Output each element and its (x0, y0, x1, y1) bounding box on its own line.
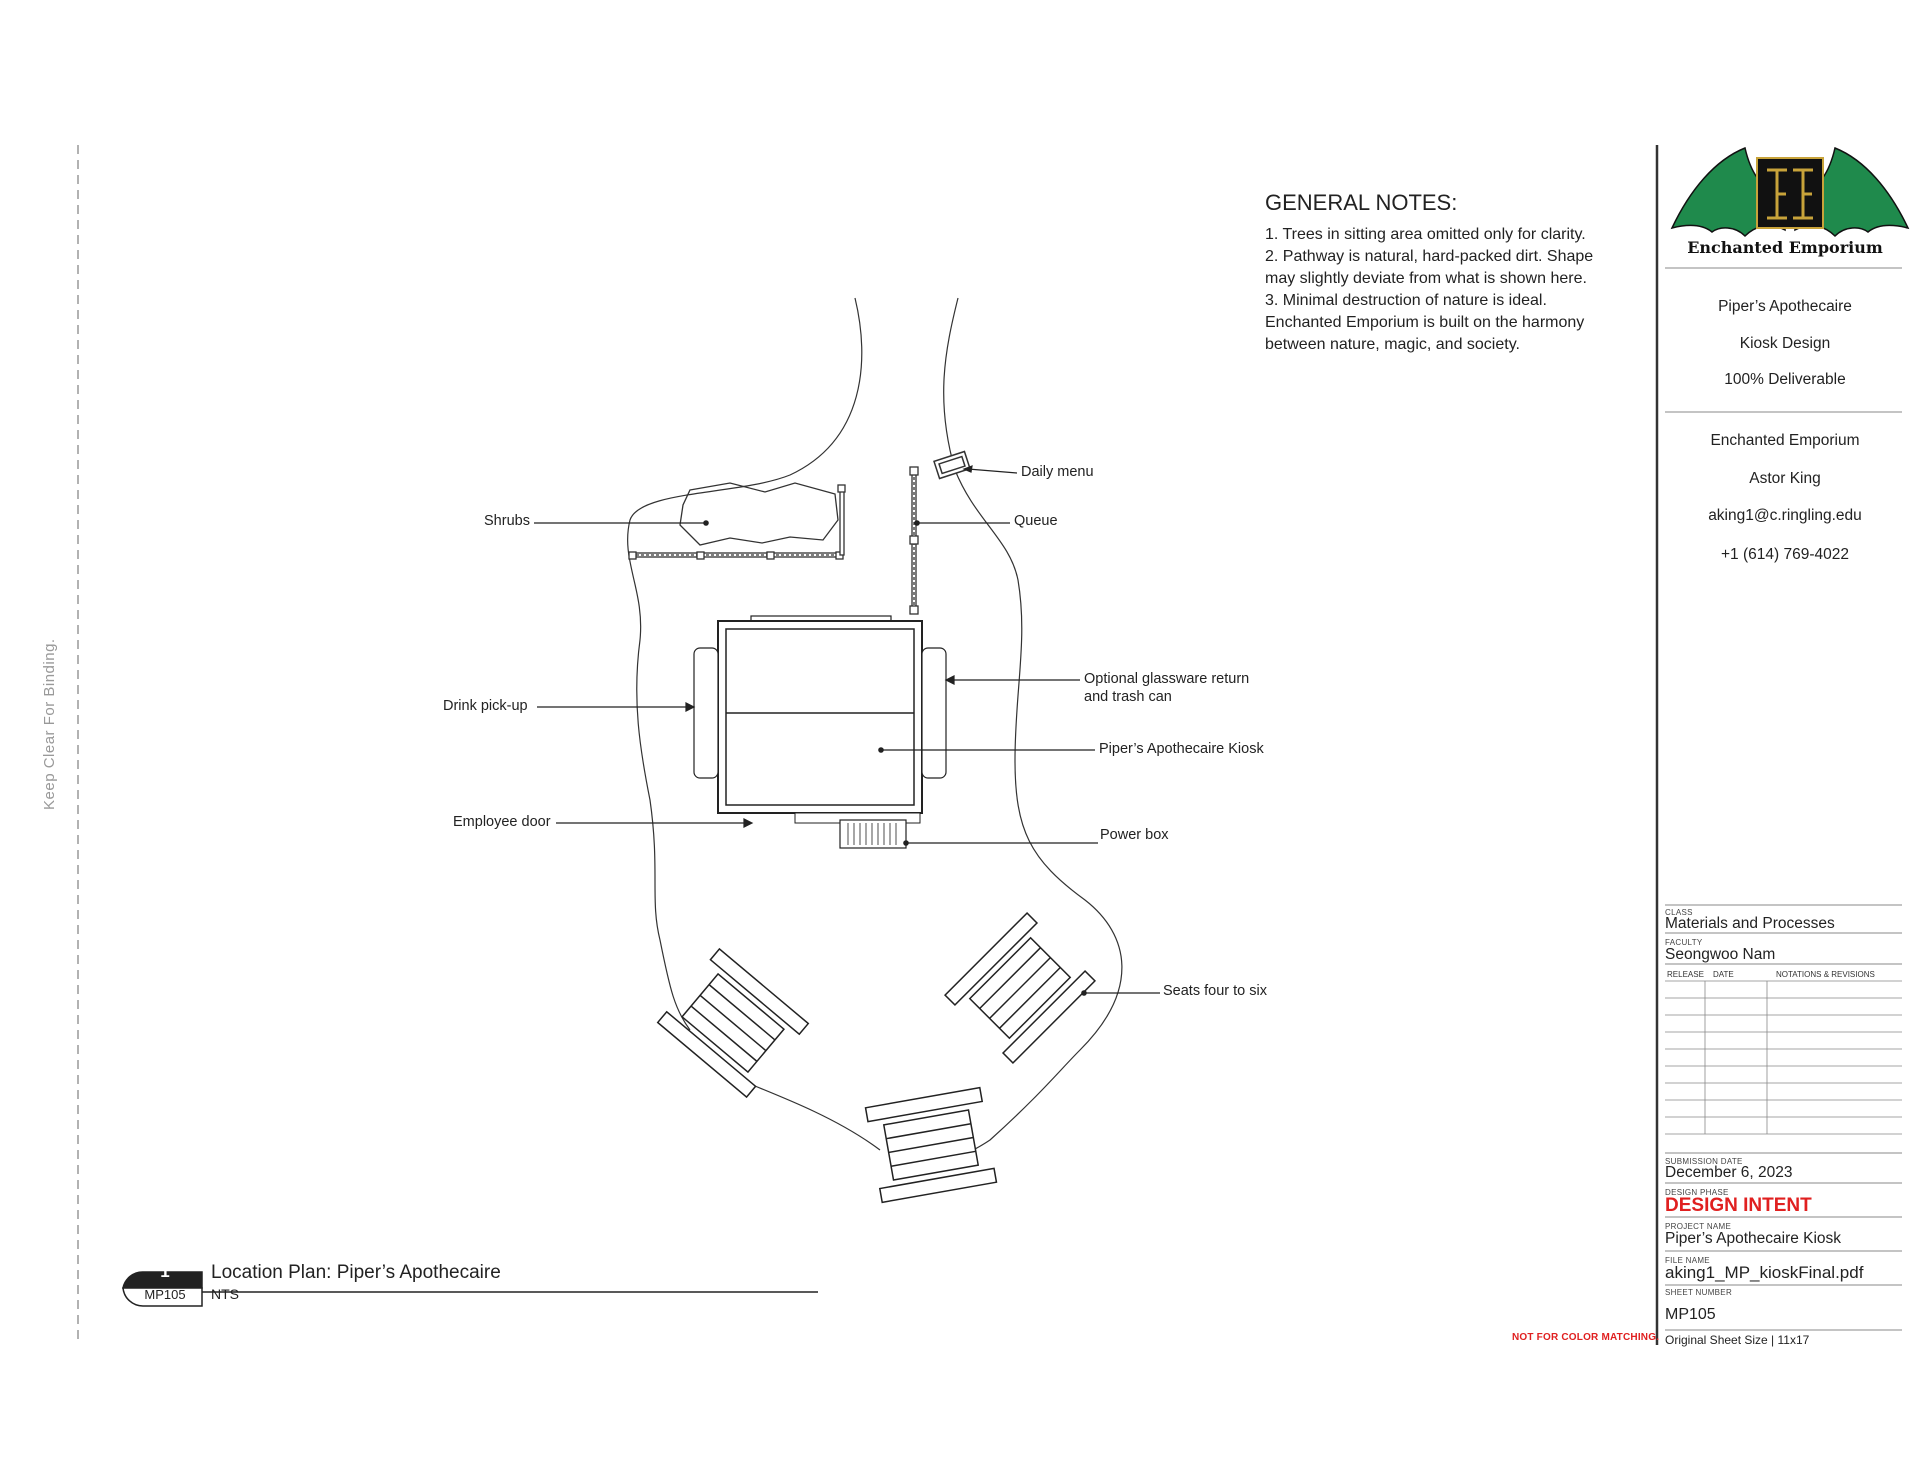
fence-corner (837, 484, 846, 556)
tb-faculty-value: Seongwoo Nam (1665, 946, 1776, 963)
picnic-table-left (656, 947, 810, 1099)
picnic-table-bottom (864, 1086, 998, 1204)
tb-sheet-label: SHEET NUMBER (1665, 1288, 1733, 1297)
shrubs-shape (679, 482, 839, 546)
note-line: Enchanted Emporium is built on the harmo… (1265, 314, 1585, 331)
note-line: may slightly deviate from what is shown … (1265, 270, 1587, 287)
detail-title: Location Plan: Piper’s Apothecaire (211, 1262, 501, 1283)
tb-sheet-value: MP105 (1665, 1306, 1716, 1323)
callout-glassware-line2: and trash can (1084, 689, 1172, 705)
detail-scale: NTS (211, 1286, 239, 1302)
note-line: between nature, magic, and society. (1265, 336, 1520, 353)
revision-table-grid (1665, 980, 1902, 1135)
kiosk-plan (693, 615, 947, 849)
title-block-rules (1665, 267, 1902, 1331)
callout-shrubs: Shrubs (484, 513, 530, 529)
queue-rail (909, 466, 919, 615)
callout-drink-pickup: Drink pick-up (443, 698, 528, 714)
callout-daily-menu: Daily menu (1021, 464, 1094, 480)
tb-original-size: Original Sheet Size | 11x17 (1665, 1333, 1810, 1347)
note-line: 3. Minimal destruction of nature is idea… (1265, 292, 1547, 309)
logo-wordmark: Enchanted Emporium (1687, 238, 1883, 257)
tb-release-header: RELEASE (1667, 970, 1704, 979)
tb-date-header: DATE (1713, 970, 1734, 979)
logo-mark (1670, 146, 1910, 238)
note-line: 2. Pathway is natural, hard-packed dirt.… (1265, 248, 1594, 265)
tb-submission-label: SUBMISSION DATE (1665, 1157, 1743, 1166)
tb-phase-label: DESIGN PHASE (1665, 1188, 1729, 1197)
detail-bubble (122, 1271, 818, 1307)
detail-number: 1 (160, 1262, 170, 1281)
tb-project-line: Piper’s Apothecaire (1718, 298, 1852, 315)
callout-queue: Queue (1014, 513, 1058, 529)
callout-kiosk: Piper’s Apothecaire Kiosk (1099, 741, 1264, 757)
tb-project-label: PROJECT NAME (1665, 1222, 1732, 1231)
callout-employee-door: Employee door (453, 814, 551, 830)
tb-faculty-label: FACULTY (1665, 938, 1703, 947)
color-warning: NOT FOR COLOR MATCHING. (1512, 1332, 1660, 1343)
binding-note: Keep Clear For Binding. (41, 638, 58, 810)
detail-sheet-ref: MP105 (144, 1287, 186, 1302)
picnic-table-right (943, 911, 1097, 1065)
tb-contact-line: Enchanted Emporium (1710, 432, 1860, 449)
tb-project-line: Kiosk Design (1739, 335, 1831, 352)
fence-horizontal (628, 551, 844, 560)
general-notes-title: GENERAL NOTES: (1265, 190, 1458, 215)
tb-contact-line: +1 (614) 769-4022 (1721, 546, 1849, 563)
tb-class-label: CLASS (1665, 908, 1693, 917)
note-line: 1. Trees in sitting area omitted only fo… (1265, 226, 1586, 243)
tb-class-value: Materials and Processes (1665, 915, 1835, 932)
tb-notations-header: NOTATIONS & REVISIONS (1776, 970, 1875, 979)
daily-menu-sign (933, 450, 971, 480)
tb-project-line: 100% Deliverable (1724, 371, 1846, 388)
tb-file-value: aking1_MP_kioskFinal.pdf (1665, 1263, 1864, 1282)
leader-lines (534, 465, 1160, 996)
tb-contact-line: aking1@c.ringling.edu (1708, 507, 1862, 524)
callout-seats: Seats four to six (1163, 983, 1267, 999)
callout-power-box: Power box (1100, 827, 1169, 843)
callout-glassware-line1: Optional glassware return (1084, 671, 1250, 687)
general-notes-body: 1. Trees in sitting area omitted only fo… (1265, 224, 1605, 356)
tb-project-value: Piper’s Apothecaire Kiosk (1665, 1230, 1842, 1247)
tb-contact-line: Astor King (1749, 470, 1821, 487)
tb-file-label: FILE NAME (1665, 1256, 1710, 1265)
tb-phase-value: DESIGN INTENT (1665, 1195, 1812, 1216)
tb-submission-value: December 6, 2023 (1665, 1164, 1793, 1181)
